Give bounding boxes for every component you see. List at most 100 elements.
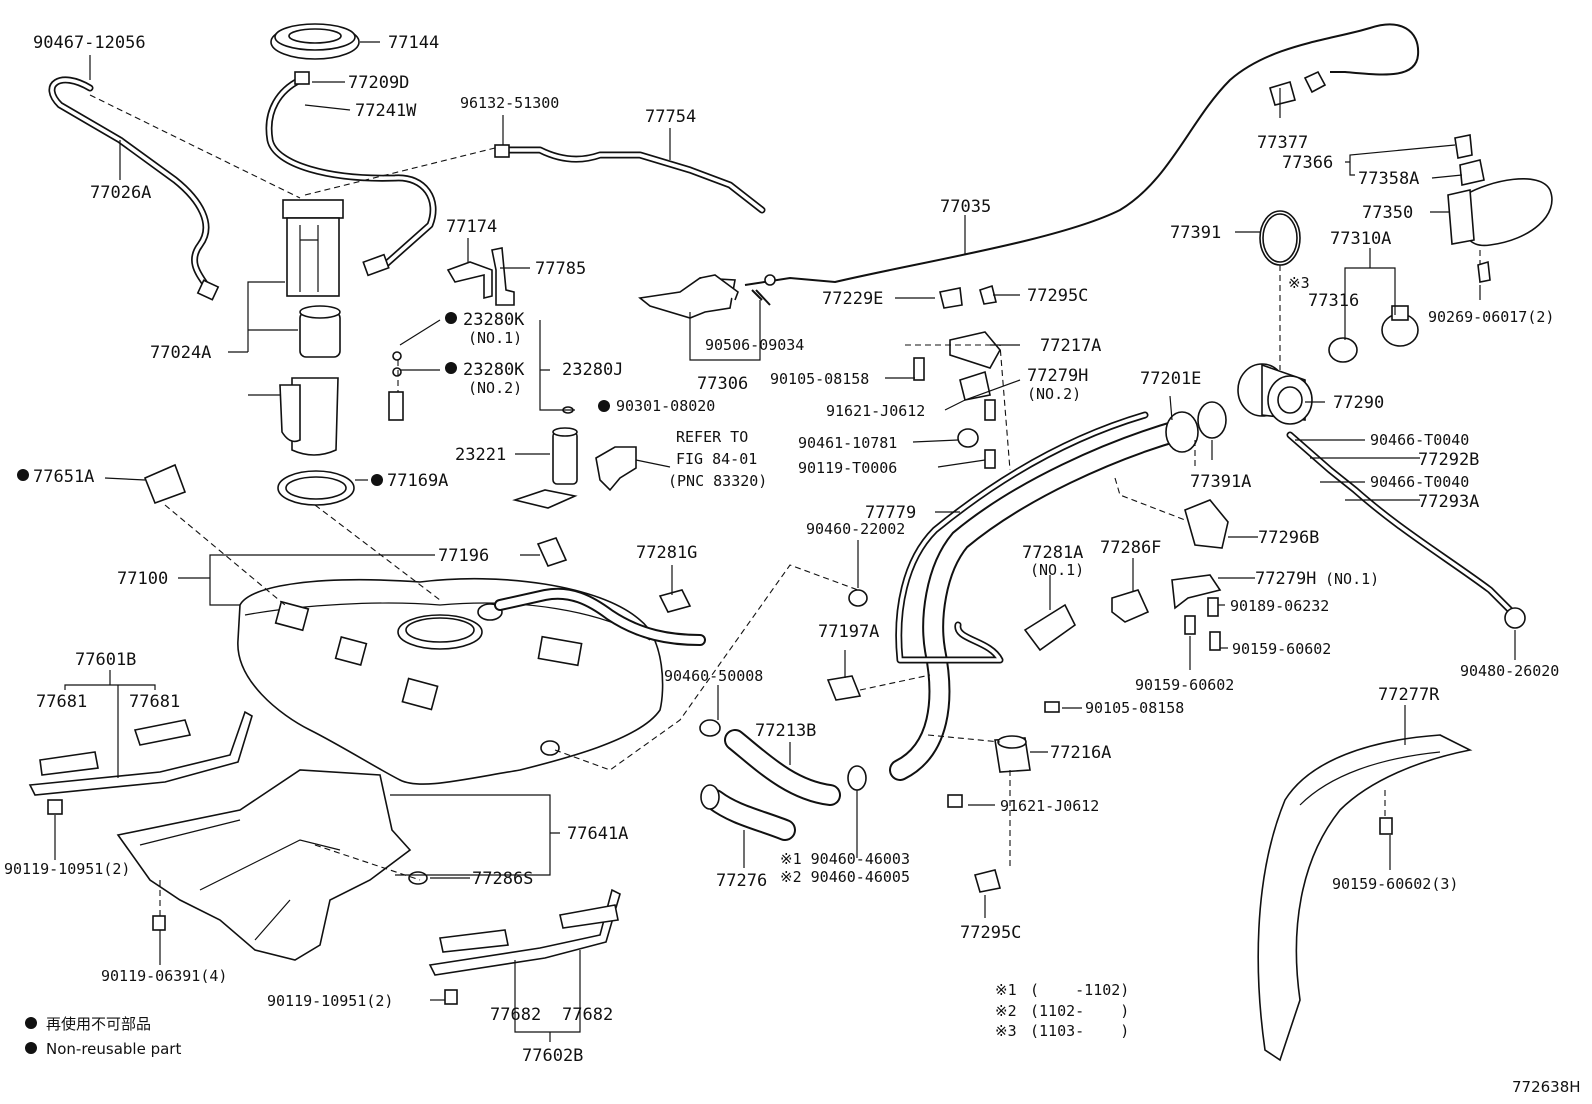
part-label: 90467-12056 <box>33 33 146 53</box>
fender-liner-77277r <box>1257 734 1473 1062</box>
part-label: 77174 <box>446 217 497 237</box>
part-label: 77286F <box>1100 538 1161 558</box>
part-label: 77754 <box>645 107 696 127</box>
part-label: 77276 <box>716 871 767 891</box>
part-label: (NO.2) <box>468 379 522 397</box>
part-label: 77286S <box>472 869 533 889</box>
fuel-lid-77350 <box>1447 134 1553 283</box>
bracket-77279h-no1 <box>1171 574 1222 651</box>
part-label: 90119-10951(2) <box>267 992 393 1010</box>
part-label: (NO.2) <box>1027 385 1081 403</box>
fuel-cap-77316 <box>1328 305 1419 363</box>
part-label: 77310A <box>1330 229 1391 249</box>
connector-77785 <box>491 247 515 306</box>
part-label: 96132-51300 <box>460 94 559 112</box>
part-label: 91621-J0612 <box>1000 797 1099 815</box>
part-label: 77217A <box>1040 336 1101 356</box>
mount-77216a <box>947 701 1060 893</box>
non-reusable-markers <box>17 312 610 1054</box>
refer-line-1: REFER TO <box>676 428 748 446</box>
part-label: 77277R <box>1378 685 1440 705</box>
part-label: 77641A <box>567 824 628 844</box>
part-label: 90159-60602(3) <box>1332 875 1458 893</box>
note-range: (1103- ) <box>1030 1022 1129 1040</box>
part-label: 90105-08158 <box>1085 699 1184 717</box>
breather-line-77779 <box>895 411 1149 664</box>
clip-77281g <box>658 589 692 613</box>
legend-jp: 再使用不可部品 <box>46 1015 151 1033</box>
part-label: 77391 <box>1170 223 1221 243</box>
part-label: 90269-06017(2) <box>1428 308 1554 326</box>
part-label: 91621-J0612 <box>826 402 925 420</box>
refer-line-3: (PNC 83320) <box>668 472 767 490</box>
part-label: (NO.1) <box>1030 561 1084 579</box>
cable-77035 <box>744 23 1420 286</box>
part-label: 77306 <box>697 374 748 394</box>
part-label: 77290 <box>1333 393 1384 413</box>
strap-77601b <box>28 710 253 815</box>
part-label: 77241W <box>355 101 417 121</box>
part-label: 90460-22002 <box>806 520 905 538</box>
clamp-90461-10781 <box>957 428 979 448</box>
part-label: 77035 <box>940 197 991 217</box>
bullet-icon <box>25 1042 37 1054</box>
part-label: 77296B <box>1258 528 1319 548</box>
legend-en: Non-reusable part <box>46 1040 181 1058</box>
part-label: 90480-26020 <box>1460 662 1559 680</box>
part-label: 77358A <box>1358 169 1419 189</box>
bolts-mid <box>913 357 996 469</box>
part-label: 77295C <box>960 923 1021 943</box>
note-range: ( -1102) <box>1030 981 1129 999</box>
date-notes: ※1 ( -1102) ※2 (1102- ) ※3 (1103- ) <box>995 981 1129 1040</box>
clamp-77197a <box>826 675 862 701</box>
part-label: 77682 <box>562 1005 613 1025</box>
o-ring-77391a <box>1197 401 1227 439</box>
part-label: 90119-10951(2) <box>4 860 130 878</box>
part-label: (NO.1) <box>468 329 522 347</box>
part-label: 77279H <box>1255 569 1316 589</box>
part-label: 77201E <box>1140 369 1201 389</box>
note-range: (1102- ) <box>1030 1002 1129 1020</box>
part-label: 90159-60602 <box>1135 676 1234 694</box>
part-label: 77279H <box>1027 366 1088 386</box>
bullet-icon <box>445 362 457 374</box>
part-label: 90159-60602 <box>1232 640 1331 658</box>
hose-77213b <box>724 729 841 806</box>
clip-77377 <box>1269 70 1327 106</box>
sender-bracket-77306 <box>638 274 771 319</box>
part-label: 77209D <box>348 73 409 93</box>
bullet-icon <box>25 1017 37 1029</box>
note-mark: ※3 <box>1288 274 1310 292</box>
part-label: 77169A <box>387 471 448 491</box>
part-label: 77779 <box>865 503 916 523</box>
part-label: ※1 90460-46003 <box>780 850 910 868</box>
part-label: 77100 <box>117 569 168 589</box>
hose-77276 <box>700 784 796 841</box>
part-label: 90189-06232 <box>1230 597 1329 615</box>
o-ring-77391 <box>1259 210 1301 266</box>
part-label: 90301-08020 <box>616 397 715 415</box>
fuel-pump-77024a <box>279 199 344 456</box>
part-label: 90506-09034 <box>705 336 804 354</box>
part-label: 77295C <box>1027 286 1088 306</box>
part-label: 77601B <box>75 650 136 670</box>
part-label: 23221 <box>455 445 506 465</box>
part-label: 77785 <box>535 259 586 279</box>
under-cover-77641a <box>116 769 428 961</box>
clamp-90460-22002 <box>848 589 868 607</box>
part-label: 77316 <box>1308 291 1359 311</box>
part-label: 77350 <box>1362 203 1413 223</box>
part-label: 77366 <box>1282 153 1333 173</box>
label-77651a <box>143 463 187 505</box>
bracket-77174 <box>446 261 493 300</box>
part-label: 23280J <box>562 360 623 380</box>
part-label: 77681 <box>36 692 87 712</box>
part-label: (NO.1) <box>1325 570 1379 588</box>
note-mark: ※3 <box>995 1022 1017 1040</box>
note-mark: ※2 <box>995 1002 1017 1020</box>
part-label: 90119-06391(4) <box>101 967 227 985</box>
part-label: 77144 <box>388 33 439 53</box>
part-label: ※2 90460-46005 <box>780 868 910 886</box>
part-label: 23280K <box>463 310 525 330</box>
